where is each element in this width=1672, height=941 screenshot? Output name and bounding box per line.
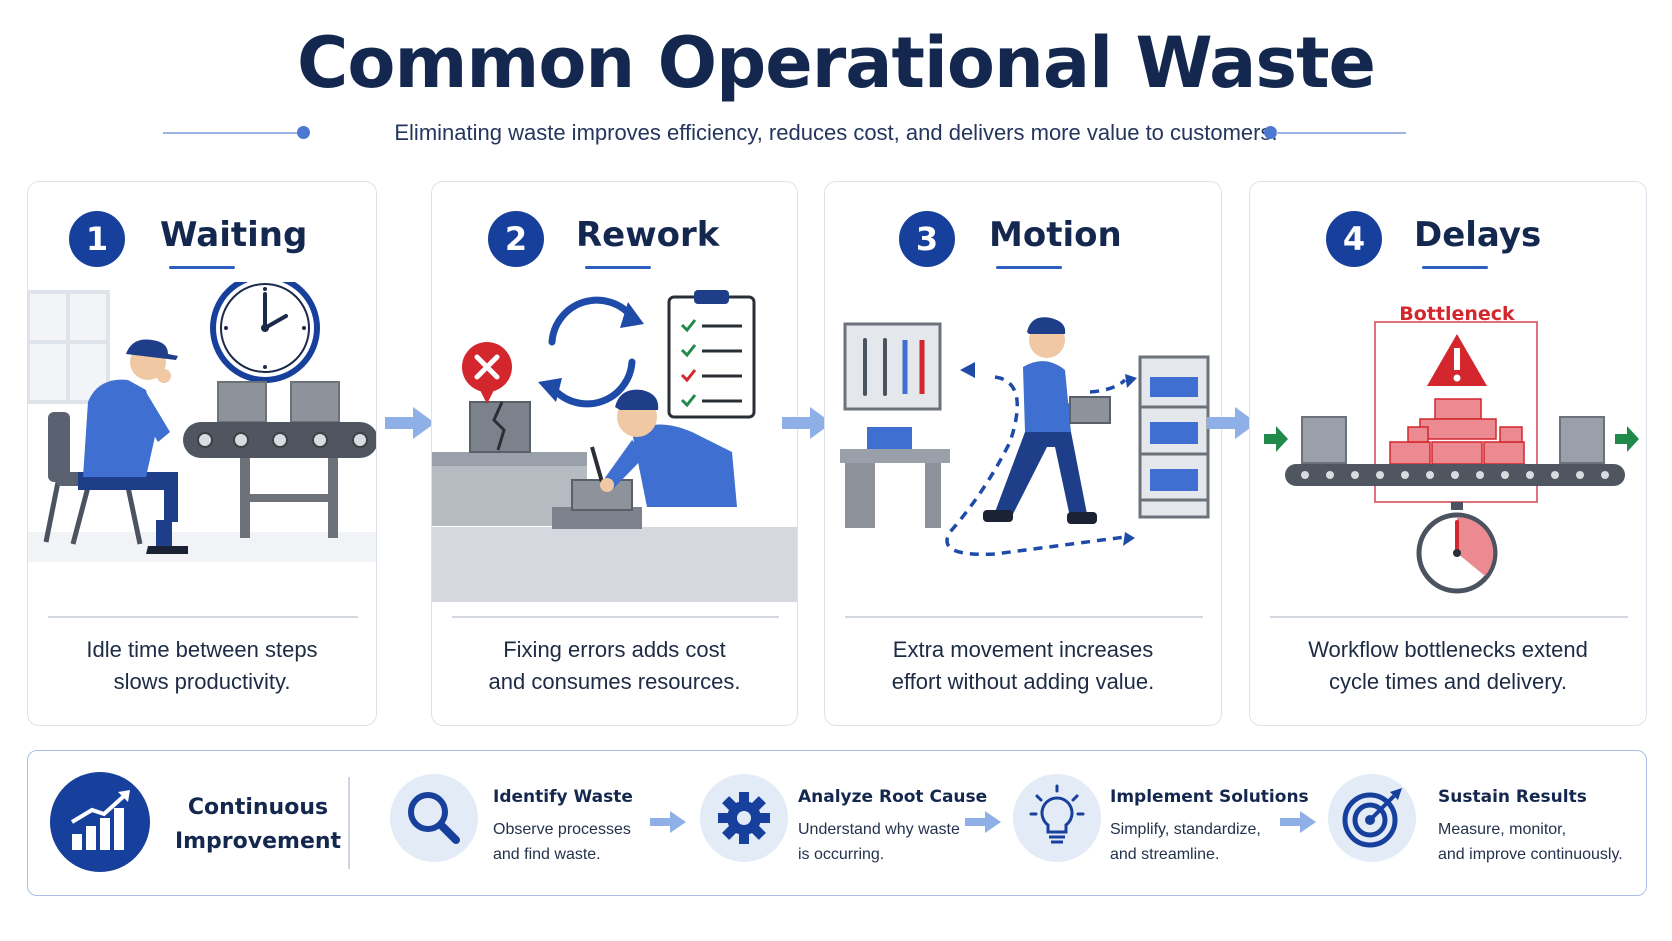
- step-arrow-icon: [965, 811, 1001, 833]
- ci-label-line-2: Improvement: [174, 829, 342, 854]
- error-x-icon: [462, 342, 512, 404]
- card-title: Rework: [576, 215, 720, 255]
- sustain-step-circle: [1328, 774, 1416, 862]
- rework-illustration: [432, 290, 797, 602]
- identify-waste-step-circle: [390, 774, 478, 862]
- ci-label-line-1: Continuous: [187, 795, 329, 820]
- gear-icon: [718, 792, 770, 844]
- lightbulb-icon: [1029, 784, 1085, 844]
- card-title: Delays: [1414, 215, 1542, 255]
- flow-arrow-icon: [385, 407, 435, 439]
- card-description: Idle time between steps slows productivi…: [28, 634, 376, 698]
- waste-card-motion: 3 Motion: [824, 181, 1222, 726]
- flow-arrow-icon: [782, 407, 832, 439]
- growth-chart-icon: [70, 790, 130, 850]
- card-number-badge: 2: [488, 211, 544, 267]
- tool-board-icon: [843, 322, 942, 411]
- card-desc-line-2: slows productivity.: [113, 669, 291, 694]
- step-title: Identify Waste: [493, 787, 633, 807]
- card-divider: [845, 616, 1203, 618]
- step-desc-line-1: Measure, monitor,: [1438, 821, 1567, 838]
- subtitle-left-dot: [297, 126, 310, 139]
- continuous-improvement-panel: Continuous Improvement Identify Waste Ob…: [27, 750, 1647, 896]
- step-desc-line-2: and find waste.: [493, 846, 601, 863]
- step-title: Analyze Root Cause: [798, 787, 988, 807]
- conveyor-belt: [183, 381, 376, 538]
- step-title: Sustain Results: [1438, 787, 1587, 807]
- card-title-underline: [996, 266, 1062, 269]
- card-number-badge: 1: [69, 211, 125, 267]
- ci-circle: [50, 772, 150, 872]
- card-title: Waiting: [160, 215, 308, 255]
- page-title: Common Operational Waste: [296, 22, 1376, 104]
- card-number-badge: 4: [1326, 211, 1382, 267]
- card-number-badge: 3: [899, 211, 955, 267]
- step-description: Observe processes and find waste.: [493, 817, 631, 867]
- waste-card-waiting: 1 Waiting: [27, 181, 377, 726]
- step-arrow-icon: [1280, 811, 1316, 833]
- rework-cycle-icon: [548, 296, 636, 408]
- implement-step-circle: [1013, 774, 1101, 862]
- card-title-underline: [169, 266, 235, 269]
- card-desc-line-2: effort without adding value.: [891, 669, 1155, 694]
- step-title: Implement Solutions: [1110, 787, 1309, 807]
- ci-label: Continuous Improvement: [168, 791, 348, 859]
- card-description: Workflow bottlenecks extend cycle times …: [1250, 634, 1646, 698]
- broken-box-icon: [469, 401, 531, 453]
- card-title-underline: [585, 266, 651, 269]
- card-divider: [48, 616, 358, 618]
- delays-illustration: [1264, 321, 1639, 594]
- card-title-underline: [1422, 266, 1488, 269]
- card-desc-line-1: Fixing errors adds cost: [503, 637, 726, 662]
- subtitle-right-dot: [1264, 126, 1277, 139]
- card-desc-line-1: Idle time between steps: [86, 637, 318, 662]
- step-desc-line-1: Understand why waste: [798, 821, 960, 838]
- step-desc-line-2: and streamline.: [1110, 846, 1220, 863]
- card-divider: [452, 616, 779, 618]
- card-description: Extra movement increases effort without …: [825, 634, 1221, 698]
- motion-illustration: [840, 317, 1210, 557]
- waste-card-delays: 4 Delays: [1249, 181, 1647, 726]
- card-desc-line-1: Workflow bottlenecks extend: [1308, 637, 1588, 662]
- step-description: Measure, monitor, and improve continuous…: [1438, 817, 1623, 867]
- card-desc-line-2: cycle times and delivery.: [1328, 669, 1567, 694]
- card-desc-line-2: and consumes resources.: [488, 669, 741, 694]
- analyze-step-circle: [700, 774, 788, 862]
- step-desc-line-1: Simplify, standardize,: [1110, 821, 1261, 838]
- page-subtitle: Eliminating waste improves efficiency, r…: [394, 120, 1278, 145]
- storage-shelf-icon: [1138, 355, 1210, 519]
- waste-card-rework: 2 Rework: [431, 181, 798, 726]
- delay-timer-icon: [1416, 502, 1498, 594]
- subtitle-right-line: [1276, 132, 1406, 134]
- waiting-illustration: [28, 282, 376, 562]
- magnifier-icon: [408, 792, 460, 844]
- card-desc-line-1: Extra movement increases: [892, 637, 1154, 662]
- step-arrow-icon: [650, 811, 686, 833]
- flow-arrow-icon: [1207, 407, 1257, 439]
- ci-divider: [348, 777, 350, 869]
- step-desc-line-1: Observe processes: [493, 821, 631, 838]
- target-icon: [1342, 788, 1402, 848]
- subtitle-left-line: [163, 132, 298, 134]
- card-description: Fixing errors adds cost and consumes res…: [432, 634, 797, 698]
- checklist-clipboard-icon: [667, 290, 756, 419]
- chair-icon: [43, 412, 143, 545]
- bottleneck-label: Bottleneck: [1399, 303, 1515, 325]
- card-divider: [1270, 616, 1628, 618]
- piled-boxes: [1389, 398, 1525, 465]
- walking-worker-figure: [983, 317, 1111, 524]
- subtitle-row: Eliminating waste improves efficiency, r…: [0, 118, 1672, 148]
- step-desc-line-2: and improve continuously.: [1438, 846, 1623, 863]
- warning-triangle-icon: [1427, 334, 1487, 386]
- waiting-worker-figure: [78, 339, 188, 554]
- step-description: Simplify, standardize, and streamline.: [1110, 817, 1261, 867]
- rework-worker-figure: [590, 389, 737, 507]
- flow-in-arrow-icon: [1264, 426, 1288, 452]
- card-title: Motion: [989, 215, 1122, 255]
- step-description: Understand why waste is occurring.: [798, 817, 960, 867]
- step-desc-line-2: is occurring.: [798, 846, 885, 863]
- window-frame: [28, 290, 110, 404]
- flow-out-arrow-icon: [1615, 426, 1639, 452]
- wall-clock-icon: [210, 282, 320, 383]
